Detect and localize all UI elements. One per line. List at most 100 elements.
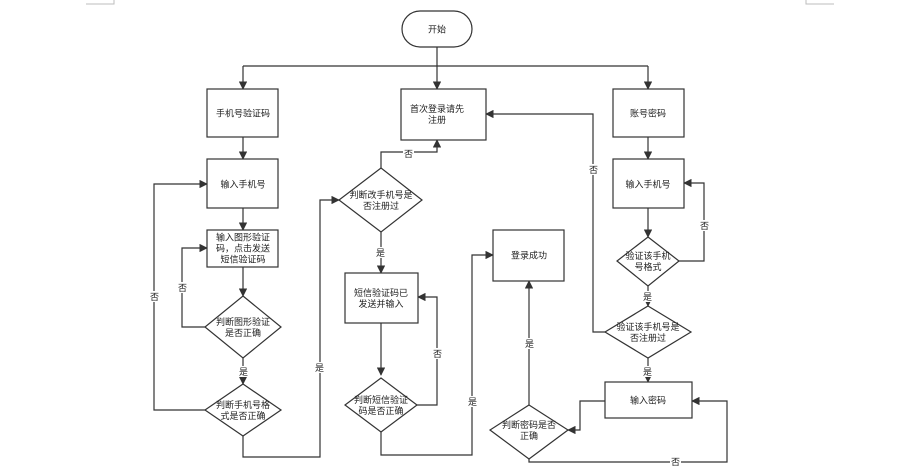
node-login-success: 登录成功 [492, 229, 565, 282]
edge-label-text: 否 [433, 349, 442, 360]
node-label-line: 式是否正确 [220, 410, 265, 422]
node-label-line: 输入手机号 [220, 179, 265, 191]
edge-label-text: 否 [178, 283, 187, 294]
node-check-captcha: 判断图形验证是否正确 [204, 295, 282, 359]
node-sms-sent-shape [344, 272, 419, 324]
edge-label-text: 否 [150, 292, 159, 303]
edge-check-sms-yes [380, 250, 494, 456]
node-label-line: 短信验证码 [220, 254, 265, 266]
node-label-line: 验证该手机 [625, 250, 670, 262]
node-label-line: 注册 [428, 114, 446, 126]
edge-label-check-registered-yes: 是 [375, 247, 386, 259]
node-login-success-shape [492, 229, 565, 282]
node-check-phone-format-right-label: 验证该手机号格式 [625, 250, 670, 273]
node-label-line: 号格式 [634, 261, 661, 273]
edge-label-text: 是 [643, 367, 652, 378]
node-phone-code-label: 手机号验证码 [216, 108, 270, 120]
node-label-line: 判断手机号格 [216, 399, 270, 411]
node-start-label: 开始 [428, 24, 446, 36]
node-check-phone-format-left-label: 判断手机号格式是否正确 [216, 399, 270, 422]
edge-label-check-captcha-yes: 是 [238, 366, 249, 378]
node-check-sms-label: 判断短信验证码是否正确 [354, 394, 408, 417]
node-input-phone-right-shape [612, 158, 685, 209]
edge-label-check-format-right-yes: 是 [642, 291, 653, 303]
node-label-line: 首次登录请先 [410, 103, 464, 115]
node-check-registered-right-shape [603, 305, 693, 359]
edge-label-check-sms-yes: 是 [467, 396, 478, 408]
node-check-password-label: 判断密码是否正确 [502, 419, 556, 442]
node-check-password-shape [488, 404, 570, 460]
node-check-captcha-label: 判断图形验证是否正确 [216, 316, 270, 339]
node-label-line: 判断短信验证 [354, 394, 408, 406]
node-check-phone-format-right-shape [616, 236, 680, 287]
node-label-line: 发送并输入 [358, 298, 403, 310]
node-label-line: 账号密码 [630, 108, 666, 120]
edge-label-check-registered-right-no: 否 [588, 164, 599, 176]
edge-label-check-format-yes: 是 [314, 362, 325, 374]
node-label-line: 开始 [428, 24, 446, 36]
edge-label-text: 是 [376, 248, 385, 259]
node-label-line: 码，点击发送 [216, 243, 270, 255]
node-label-line: 判断密码是否 [502, 419, 556, 431]
edge-check-format-no [153, 179, 208, 411]
edge-labels: 否 否 否 是 否 否 是 是 [149, 148, 710, 468]
node-input-phone-right: 输入手机号 [612, 158, 685, 209]
edge-label-text: 否 [700, 221, 709, 232]
edge-label-text: 是 [239, 367, 248, 378]
edge-input-password-to-check [567, 400, 605, 435]
node-label-line: 输入图形验证 [216, 232, 270, 244]
edge-check-registered-right-no [485, 109, 605, 333]
node-sms-sent: 短信验证码已发送并输入 [344, 272, 419, 324]
edge-label-check-format-no: 否 [149, 291, 160, 303]
edge-label-check-password-yes: 是 [524, 338, 535, 350]
node-phone-code: 手机号验证码 [206, 88, 279, 138]
node-login-success-label: 登录成功 [511, 250, 547, 262]
node-input-password-shape [604, 381, 693, 419]
edge-label-check-format-right-no: 否 [699, 220, 710, 232]
edge-label-text: 是 [643, 292, 652, 303]
node-label-line: 短信验证码已 [354, 287, 408, 299]
node-first-login-label: 首次登录请先注册 [410, 103, 464, 126]
edge-label-check-registered-right-yes: 是 [642, 366, 653, 378]
node-first-login: 首次登录请先注册 [400, 88, 487, 141]
node-input-phone-right-label: 输入手机号 [625, 179, 670, 191]
node-label-line: 判断图形验证 [216, 316, 270, 328]
node-label-line: 手机号验证码 [216, 108, 270, 120]
node-check-sms-shape [344, 377, 418, 433]
node-check-phone-format-right: 验证该手机号格式 [616, 236, 680, 287]
node-label-line: 输入密码 [630, 395, 666, 407]
node-label-line: 正确 [520, 430, 538, 442]
node-input-password-label: 输入密码 [630, 395, 666, 407]
node-captcha-label: 输入图形验证码，点击发送短信验证码 [216, 232, 270, 266]
node-check-registered-shape [338, 167, 423, 233]
edge-label-text: 是 [525, 339, 534, 350]
node-label-line: 判断改手机号是 [349, 189, 412, 201]
edge-label-text: 是 [468, 397, 477, 408]
node-sms-sent-label: 短信验证码已发送并输入 [354, 287, 408, 310]
node-captcha-shape [206, 229, 279, 268]
node-input-phone-left-shape [206, 158, 279, 209]
node-input-phone-left: 输入手机号 [206, 158, 279, 209]
edge-label-check-captcha-no: 否 [177, 282, 188, 294]
node-check-registered-right: 验证该手机号是否注册过 [603, 305, 693, 359]
node-label-line: 否注册过 [630, 332, 666, 344]
node-account-pwd-shape [612, 88, 685, 138]
edge-check-format-yes [242, 195, 340, 458]
edge-check-password-no [528, 396, 728, 463]
node-account-pwd: 账号密码 [612, 88, 685, 138]
node-phone-code-shape [206, 88, 279, 138]
node-label-line: 是否正确 [225, 327, 261, 339]
edge-label-text: 否 [589, 165, 598, 176]
node-check-registered: 判断改手机号是否注册过 [338, 167, 423, 233]
edge-label-text: 否 [671, 457, 680, 468]
nodes: 开始 手机号验证码 首次登录请先注册 账号密码 输入手机号 输入手机号 输入图形… [203, 10, 693, 460]
node-check-phone-format-left-shape [203, 383, 283, 437]
node-label-line: 验证该手机号是 [616, 321, 679, 333]
page-corner-mark-right [805, 0, 834, 5]
node-check-sms: 判断短信验证码是否正确 [344, 377, 418, 433]
node-label-line: 输入手机号 [625, 179, 670, 191]
node-input-password: 输入密码 [604, 381, 693, 419]
node-check-password: 判断密码是否正确 [488, 404, 570, 460]
edge-label-check-registered-no: 否 [403, 148, 414, 160]
node-label-line: 登录成功 [511, 250, 547, 262]
